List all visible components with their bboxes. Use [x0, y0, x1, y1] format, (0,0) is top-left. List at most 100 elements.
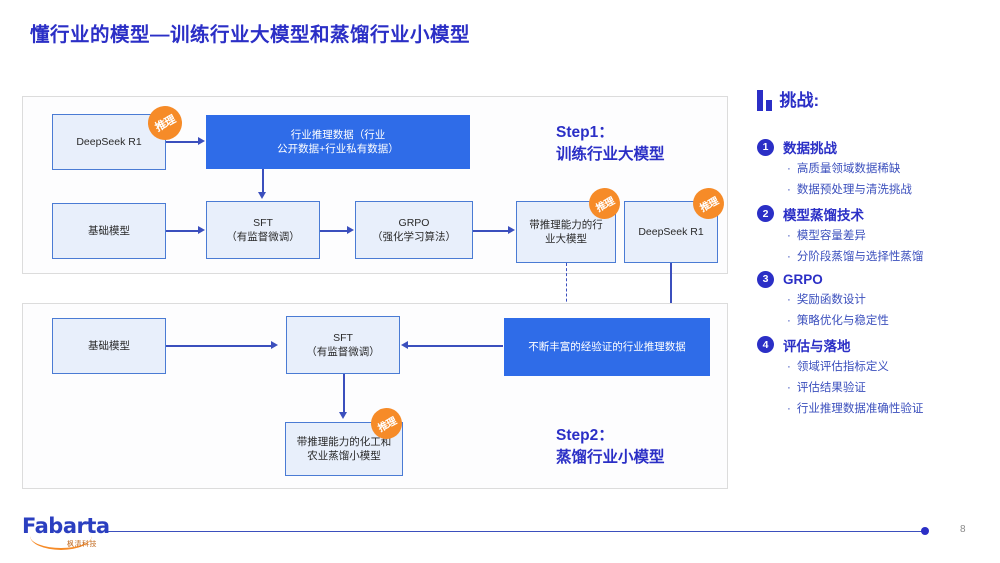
- node-label-line1: GRPO: [398, 216, 430, 229]
- challenge-name: 模型蒸馏技术: [783, 207, 864, 223]
- node-label-line2: 公开数据+行业私有数据）: [277, 143, 399, 155]
- node-label-line1: SFT: [333, 331, 353, 344]
- challenge-group-4: 4 评估与落地 · 领域评估指标定义 · 评估结果验证 · 行业推理数据准确性验…: [757, 335, 989, 417]
- node-label-line1: 带推理能力的化工和: [296, 435, 392, 448]
- challenges-title: 挑战:: [779, 91, 820, 110]
- footer-dot-icon: [921, 527, 929, 535]
- node-label-line1: 带推理能力的行: [529, 218, 603, 231]
- node-label-line2: 业大模型: [545, 233, 587, 245]
- list-item: · 策略优化与稳定性: [787, 314, 989, 329]
- challenge-number-badge: 4: [757, 336, 774, 354]
- list-item: · 评估结果验证: [787, 381, 989, 396]
- step2-label-line2: 蒸馏行业小模型: [556, 449, 665, 467]
- list-item-label: 评估结果验证: [796, 381, 866, 394]
- page-number: 8: [960, 524, 966, 535]
- list-item: · 分阶段蒸馏与选择性蒸馏: [787, 250, 989, 265]
- challenge-name: GRPO: [783, 271, 823, 287]
- node-sft-step2[interactable]: SFT （有监督微调）: [286, 316, 400, 374]
- list-item-label: 模型容量差异: [796, 229, 866, 242]
- list-item-label: 数据预处理与清洗挑战: [796, 183, 912, 196]
- arrowhead: [198, 226, 205, 234]
- logo-chinese-name: 枫清科技: [67, 541, 97, 548]
- arrowhead: [339, 412, 348, 419]
- node-label: 基础模型: [88, 339, 130, 352]
- challenge-header: 3 GRPO: [757, 270, 989, 288]
- step1-label: Step1： 训练行业大模型: [556, 122, 665, 167]
- challenges-section: 挑战: 1 数据挑战 · 高质量领域数据稀缺 · 数据预处理与清洗挑战 2 模型…: [757, 90, 989, 422]
- node-label: 基础模型: [88, 224, 130, 237]
- step1-label-line1: Step1：: [556, 124, 614, 141]
- challenge-header: 2 模型蒸馏技术: [757, 204, 989, 224]
- node-label-line2: 农业蒸馏小模型: [307, 450, 381, 462]
- challenge-header: 4 评估与落地: [757, 335, 989, 355]
- challenges-heading-row: 挑战:: [757, 90, 989, 111]
- node-label: DeepSeek R1: [76, 135, 142, 148]
- list-item-label: 领域评估指标定义: [796, 360, 889, 373]
- arrowhead: [347, 226, 354, 234]
- node-label-line1: 行业推理数据（行业: [290, 128, 386, 141]
- reasoning-badge-label: 推理: [698, 195, 721, 215]
- list-item-label: 奖励函数设计: [796, 293, 866, 306]
- node-sft-step1[interactable]: SFT （有监督微调）: [206, 201, 320, 259]
- connector-sft-to-grpo: [320, 230, 348, 232]
- reasoning-badge-label: 推理: [376, 415, 399, 435]
- page-title: 懂行业的模型—训练行业大模型和蒸馏行业小模型: [30, 24, 471, 46]
- step2-label-line1: Step2：: [556, 427, 614, 444]
- bullet-icon: ·: [787, 402, 791, 415]
- list-item-label: 行业推理数据准确性验证: [796, 402, 924, 415]
- list-item-label: 分阶段蒸馏与选择性蒸馏: [796, 250, 924, 263]
- node-grpo[interactable]: GRPO （强化学习算法）: [355, 201, 473, 259]
- bullet-icon: ·: [787, 183, 791, 196]
- connector-r1-to-verified: [670, 263, 672, 322]
- bullet-icon: ·: [787, 314, 791, 327]
- node-verified-reasoning-data[interactable]: 不断丰富的经验证的行业推理数据: [504, 318, 710, 376]
- node-base-model-step2[interactable]: 基础模型: [52, 318, 166, 374]
- node-label: DeepSeek R1: [638, 225, 704, 238]
- list-item: · 模型容量差异: [787, 229, 989, 244]
- logo-wordmark: Fabarta: [22, 514, 110, 538]
- challenge-group-2: 2 模型蒸馏技术 · 模型容量差异 · 分阶段蒸馏与选择性蒸馏: [757, 204, 989, 265]
- node-label-line2: （强化学习算法）: [372, 231, 456, 243]
- list-item: · 奖励函数设计: [787, 293, 989, 308]
- list-item: · 数据预处理与清洗挑战: [787, 183, 989, 198]
- step2-label: Step2： 蒸馏行业小模型: [556, 425, 665, 470]
- bullet-icon: ·: [787, 229, 791, 242]
- challenge-items: · 高质量领域数据稀缺 · 数据预处理与清洗挑战: [787, 162, 989, 198]
- reasoning-badge-label: 推理: [153, 113, 178, 135]
- challenge-name: 数据挑战: [783, 141, 837, 156]
- node-label-line1: SFT: [253, 216, 273, 229]
- node-distilled-small-model[interactable]: 带推理能力的化工和 农业蒸馏小模型: [285, 422, 403, 476]
- node-label-line2: （有监督微调）: [226, 231, 300, 243]
- node-base-model-step1[interactable]: 基础模型: [52, 203, 166, 259]
- arrowhead: [271, 341, 278, 349]
- challenge-group-1: 1 数据挑战 · 高质量领域数据稀缺 · 数据预处理与清洗挑战: [757, 137, 989, 198]
- list-item: · 高质量领域数据稀缺: [787, 162, 989, 177]
- challenge-header: 1 数据挑战: [757, 137, 989, 157]
- bullet-icon: ·: [787, 293, 791, 306]
- connector-bigmodel-to-verified-dashed: [566, 263, 567, 322]
- connector-grpo-to-bigmodel: [473, 230, 509, 232]
- bullet-icon: ·: [787, 250, 791, 263]
- node-label-line2: （有监督微调）: [306, 346, 380, 358]
- connector-base2-to-sft2: [166, 345, 271, 347]
- logo-swoosh-icon: [30, 536, 92, 550]
- challenge-items: · 领域评估指标定义 · 评估结果验证 · 行业推理数据准确性验证: [787, 360, 989, 417]
- connector-r1-to-data: [166, 141, 199, 143]
- arrowhead: [258, 192, 267, 199]
- list-item-label: 策略优化与稳定性: [796, 314, 889, 327]
- connector-verified-to-sft2: [407, 345, 503, 347]
- connector-base-to-sft: [166, 230, 199, 232]
- list-item: · 行业推理数据准确性验证: [787, 402, 989, 417]
- challenge-name: 评估与落地: [783, 338, 851, 354]
- arrowhead: [508, 226, 515, 234]
- challenge-number-badge: 1: [757, 138, 774, 156]
- company-logo: Fabarta 枫清科技: [22, 514, 110, 550]
- bullet-icon: ·: [787, 163, 791, 175]
- challenge-number-badge: 2: [757, 205, 774, 223]
- bullet-icon: ·: [787, 360, 791, 373]
- challenge-number-badge: 3: [757, 270, 774, 288]
- footer-divider: [108, 531, 925, 533]
- reasoning-badge-label: 推理: [594, 195, 617, 215]
- bar-chart-icon: [757, 90, 772, 111]
- node-industry-reasoning-data[interactable]: 行业推理数据（行业 公开数据+行业私有数据）: [206, 115, 470, 169]
